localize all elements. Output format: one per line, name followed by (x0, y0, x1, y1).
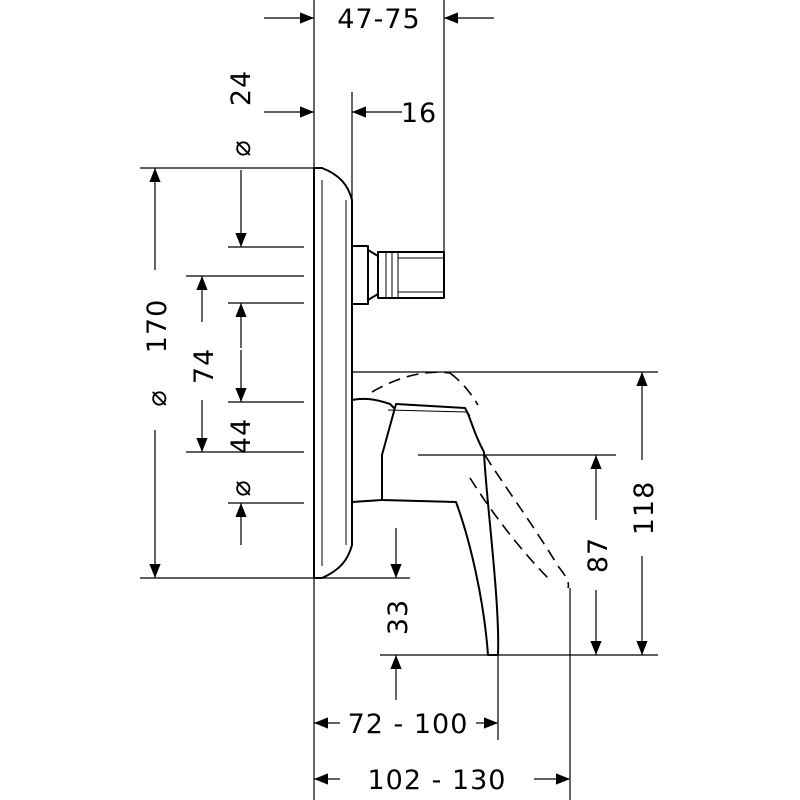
dim-spout-bottom: 33 (383, 599, 414, 635)
dim-plate-diameter: 170 (142, 299, 173, 354)
lever-handle (351, 397, 500, 656)
dim-plate-diameter-symbol: ⌀ (142, 389, 173, 406)
dim-spindle-diameter-symbol: ⌀ (226, 479, 257, 496)
dim-total-reach: 102 - 130 (368, 765, 507, 796)
dim-handle-reach: 72 - 100 (348, 709, 469, 740)
dim-total-height: 118 (629, 481, 660, 536)
diverter-cap (351, 245, 445, 305)
dim-cap-offset: 16 (401, 98, 437, 129)
dim-top-depth: 47-75 (337, 4, 420, 35)
wall-plate (313, 167, 353, 579)
dim-spindle-diameter: 44 (226, 418, 257, 454)
extension-lines (140, 0, 658, 800)
dim-hole-spacing: 74 (189, 348, 220, 384)
dim-cap-diameter-symbol: ⌀ (226, 139, 257, 156)
dimension-lines (149, 12, 648, 785)
handle-alternate-position (371, 371, 570, 589)
dimension-labels: 47-75 16 72 - 100 102 - 130 ⌀ 24 ⌀ 170 7… (142, 4, 660, 796)
dim-cap-diameter: 24 (226, 70, 257, 106)
dim-handle-height: 87 (583, 537, 614, 573)
mixer-outline (313, 167, 570, 656)
